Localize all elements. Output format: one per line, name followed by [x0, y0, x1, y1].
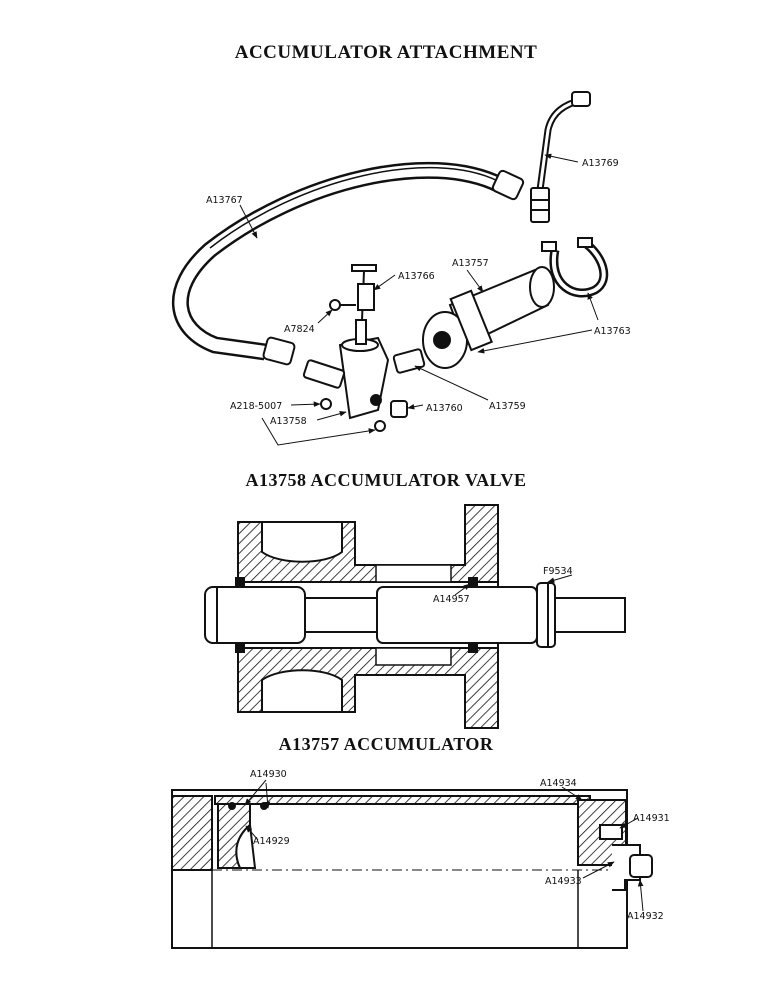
label-a218-5007: A218-5007 — [230, 401, 282, 412]
label-f9534: F9534 — [543, 566, 573, 577]
label-a13760: A13760 — [426, 403, 463, 414]
label-a13766: A13766 — [398, 271, 435, 282]
label-a13758: A13758 — [270, 416, 307, 427]
fitting-a13759 — [392, 348, 426, 374]
title-accumulator-attachment: ACCUMULATOR ATTACHMENT — [234, 42, 538, 63]
pin-a13766 — [351, 264, 377, 321]
clamp-a13763 — [541, 237, 609, 298]
exploded-leaders — [239, 153, 599, 446]
valve-section — [204, 504, 626, 729]
label-a14957: A14957 — [433, 594, 470, 605]
label-a14931: A14931 — [633, 813, 670, 824]
valve-leaders — [454, 574, 573, 596]
label-a13769: A13769 — [582, 158, 619, 169]
exploded-view — [171, 91, 609, 432]
valve-body-a13758 — [338, 319, 390, 420]
label-a14932: A14932 — [627, 911, 664, 922]
fitting-left — [302, 359, 346, 389]
washer-a7824 — [329, 299, 341, 311]
label-a14934: A14934 — [540, 778, 577, 789]
label-a14933: A14933 — [545, 876, 582, 887]
label-a13763: A13763 — [594, 326, 631, 337]
accumulator-leaders — [244, 779, 644, 912]
plug-a13760 — [390, 400, 408, 418]
oring-upper — [320, 398, 332, 410]
label-a13759: A13759 — [489, 401, 526, 412]
label-a14929: A14929 — [253, 836, 290, 847]
accumulator-section — [171, 789, 653, 949]
title-accumulator: A13757 ACCUMULATOR — [278, 734, 494, 754]
accumulator-a13757 — [422, 266, 555, 369]
label-a7824: A7824 — [284, 324, 315, 335]
hose-a13767 — [171, 161, 525, 366]
label-a13757: A13757 — [452, 258, 489, 269]
title-accumulator-valve: A13758 ACCUMULATOR VALVE — [245, 470, 527, 490]
oring-lower — [374, 420, 386, 432]
label-a13767: A13767 — [206, 195, 243, 206]
tube-a13769 — [530, 91, 591, 223]
label-a14930: A14930 — [250, 769, 287, 780]
